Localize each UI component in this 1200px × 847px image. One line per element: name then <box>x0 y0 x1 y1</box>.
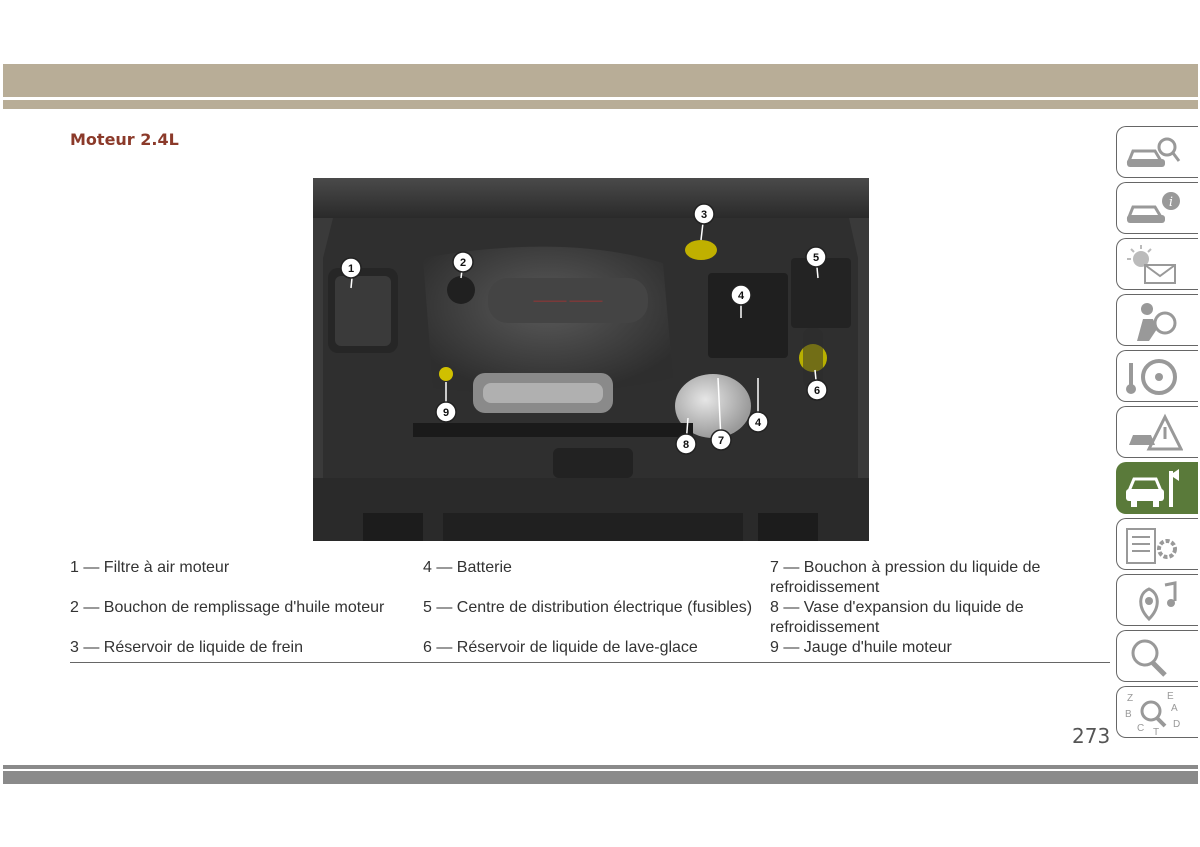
svg-text:A: A <box>1171 703 1178 714</box>
svg-text:T: T <box>1153 727 1159 735</box>
page-number: 273 <box>1072 724 1111 748</box>
car-wrench-icon <box>1126 469 1179 507</box>
svg-text:E: E <box>1167 691 1174 702</box>
svg-text:B: B <box>1125 709 1132 720</box>
svg-text:i: i <box>1169 195 1173 210</box>
svg-text:C: C <box>1137 723 1144 734</box>
callout-3: 3 <box>693 203 715 241</box>
svg-text:6: 6 <box>814 385 820 397</box>
legend-item: 9 — Jauge d'huile moteur <box>770 639 952 656</box>
legend-column-3: 7 — Bouchon à pression du liquide de ref… <box>770 558 1100 658</box>
tab-index[interactable]: Z E A B D C T <box>1116 686 1198 738</box>
legend-column-1: 1 — Filtre à air moteur 2 — Bouchon de r… <box>70 558 415 658</box>
callout-9: 9 <box>435 382 457 423</box>
footer-band <box>3 771 1198 784</box>
airbag-person-icon <box>1137 303 1177 341</box>
legend-item: 6 — Réservoir de liquide de lave-glace <box>423 639 698 656</box>
legend-item: 5 — Centre de distribution électrique (f… <box>423 599 753 616</box>
magnifier-icon <box>1131 639 1167 677</box>
legend-item: 2 — Bouchon de remplissage d'huile moteu… <box>70 599 385 616</box>
callout-8: 8 <box>675 417 697 455</box>
tab-maintenance[interactable] <box>1116 462 1198 514</box>
car-search-icon <box>1126 137 1181 167</box>
legend-column-2: 4 — Batterie 5 — Centre de distribution … <box>423 558 753 658</box>
svg-text:7: 7 <box>718 435 724 447</box>
footer-rule <box>3 765 1198 769</box>
svg-text:2: 2 <box>460 257 466 269</box>
callout-7: 7 <box>710 377 732 451</box>
tab-multimedia[interactable] <box>1116 574 1198 626</box>
multimedia-icon <box>1139 581 1177 622</box>
legend-item: 3 — Réservoir de liquide de frein <box>70 639 304 656</box>
engine-bay-photo: ——— ——— 1 2 3 4 5 6 7 4 8 9 <box>313 178 869 541</box>
tab-warning-lights[interactable] <box>1116 238 1198 290</box>
steering-wheel-icon <box>1126 359 1177 395</box>
legend-item: 1 — Filtre à air moteur <box>70 559 230 576</box>
callout-5: 5 <box>805 246 827 279</box>
tab-car-search[interactable] <box>1116 126 1198 178</box>
callout-6: 6 <box>806 369 828 401</box>
tab-safety[interactable] <box>1116 294 1198 346</box>
header-band <box>3 64 1198 97</box>
callout-4b: 4 <box>747 378 769 433</box>
tab-emergency[interactable] <box>1116 406 1198 458</box>
svg-text:4: 4 <box>755 417 762 429</box>
car-hazard-icon <box>1129 413 1183 451</box>
svg-text:——— ———: ——— ——— <box>533 295 602 307</box>
svg-text:3: 3 <box>701 209 707 221</box>
legend-divider <box>70 662 1110 663</box>
index-letters-icon: Z E A B D C T <box>1125 691 1180 735</box>
car-info-icon: i <box>1126 192 1180 223</box>
legend-item: 4 — Batterie <box>423 559 512 576</box>
tab-car-info[interactable]: i <box>1116 182 1198 234</box>
svg-text:5: 5 <box>813 252 819 264</box>
svg-text:9: 9 <box>443 407 449 419</box>
legend-item: 8 — Vase d'expansion du liquide de refro… <box>770 599 1024 636</box>
svg-text:8: 8 <box>683 439 689 451</box>
callout-2: 2 <box>452 251 474 279</box>
svg-text:4: 4 <box>738 290 745 302</box>
svg-text:D: D <box>1173 719 1180 730</box>
specs-gear-icon <box>1126 528 1177 564</box>
svg-text:Z: Z <box>1127 693 1133 704</box>
legend-item: 7 — Bouchon à pression du liquide de ref… <box>770 559 1041 596</box>
tab-specifications[interactable] <box>1116 518 1198 570</box>
section-title: Moteur 2.4L <box>70 130 179 149</box>
callout-4a: 4 <box>730 284 752 318</box>
header-rule <box>3 100 1198 109</box>
tab-search[interactable] <box>1116 630 1198 682</box>
tab-driving[interactable] <box>1116 350 1198 402</box>
svg-text:1: 1 <box>348 263 354 275</box>
warning-light-message-icon <box>1127 245 1176 284</box>
callout-1: 1 <box>340 257 362 289</box>
